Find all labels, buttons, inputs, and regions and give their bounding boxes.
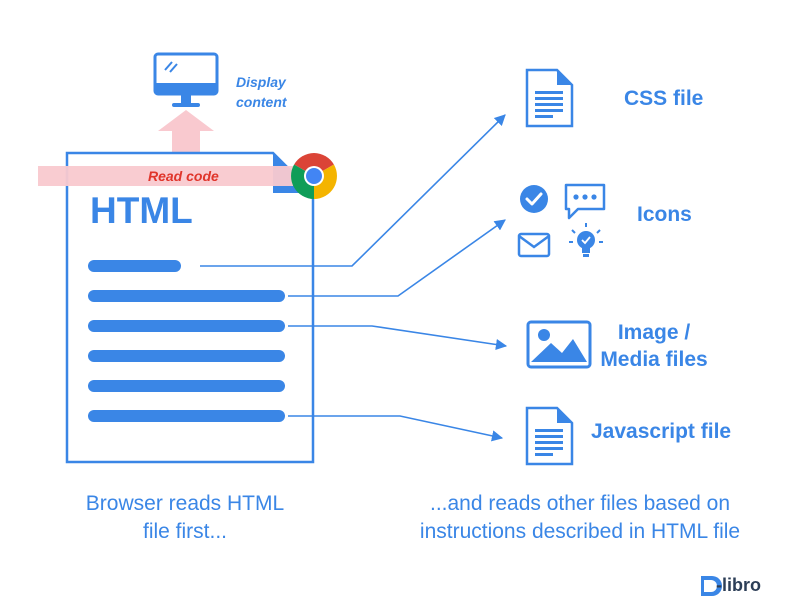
display-arrow [158, 110, 214, 160]
read-code-band [38, 166, 293, 186]
document-code-lines [88, 260, 285, 422]
display-content-label: Display content [236, 74, 287, 110]
media-files-label: Image / Media files [600, 321, 708, 371]
chat-bubble-icon [564, 183, 606, 220]
icons-label: Icons [637, 203, 692, 226]
mail-icon [517, 232, 551, 258]
read-code-label: Read code [148, 168, 219, 184]
css-file-label: CSS file [624, 87, 704, 110]
right-caption: ...and reads other files based on instru… [419, 492, 741, 543]
connector-arrow-icons [288, 219, 506, 297]
connector-arrow-media [288, 325, 508, 351]
d-libro-logo-text: -libro [716, 575, 761, 595]
css-file-icon [525, 68, 574, 128]
image-icon [526, 320, 592, 369]
js-file-icon [525, 406, 574, 466]
monitor-icon [153, 52, 219, 107]
connector-arrow-css [200, 114, 506, 267]
left-caption: Browser reads HTML file first... [85, 492, 285, 543]
chrome-icon [291, 153, 337, 199]
lightbulb-icon [569, 223, 603, 257]
connector-arrow-js [288, 415, 504, 442]
check-circle-icon [520, 185, 548, 213]
d-libro-logo-icon [701, 576, 722, 596]
javascript-file-label: Javascript file [591, 420, 732, 443]
html-document-title: HTML [90, 190, 193, 231]
